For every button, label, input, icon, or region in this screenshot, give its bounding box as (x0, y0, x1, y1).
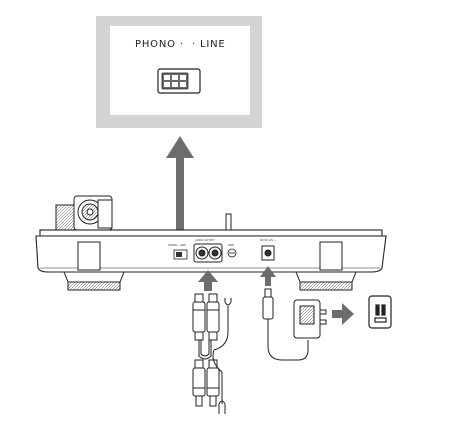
phono-label: PHONO · (135, 39, 184, 50)
phono-line-switch (173, 249, 188, 260)
gnd-terminal (227, 248, 237, 258)
switch-detail-inset (96, 16, 262, 128)
audio-output-jacks (193, 243, 223, 263)
gnd-label: GND (228, 244, 234, 247)
turntable-feet (63, 241, 357, 291)
dc-in-jack (261, 245, 275, 261)
outlet-arrow (332, 303, 354, 325)
line-label: · LINE (192, 39, 226, 50)
rca-cable (192, 293, 220, 407)
zoom-arrow (166, 136, 194, 249)
wall-outlet-icon (368, 295, 392, 329)
power-adapter-cable (262, 288, 327, 361)
ground-wire (212, 298, 232, 414)
phono-line-switch-enlarged (157, 68, 201, 94)
dc-in-label: DC IN 12V ⎓ (260, 239, 277, 242)
spindle (225, 213, 232, 232)
tonearm (55, 195, 113, 232)
switch-panel-label: PHONO · LINE (168, 244, 186, 247)
audio-output-label: AUDIO OUTPUT (195, 239, 215, 242)
insert-arrows (198, 266, 276, 291)
